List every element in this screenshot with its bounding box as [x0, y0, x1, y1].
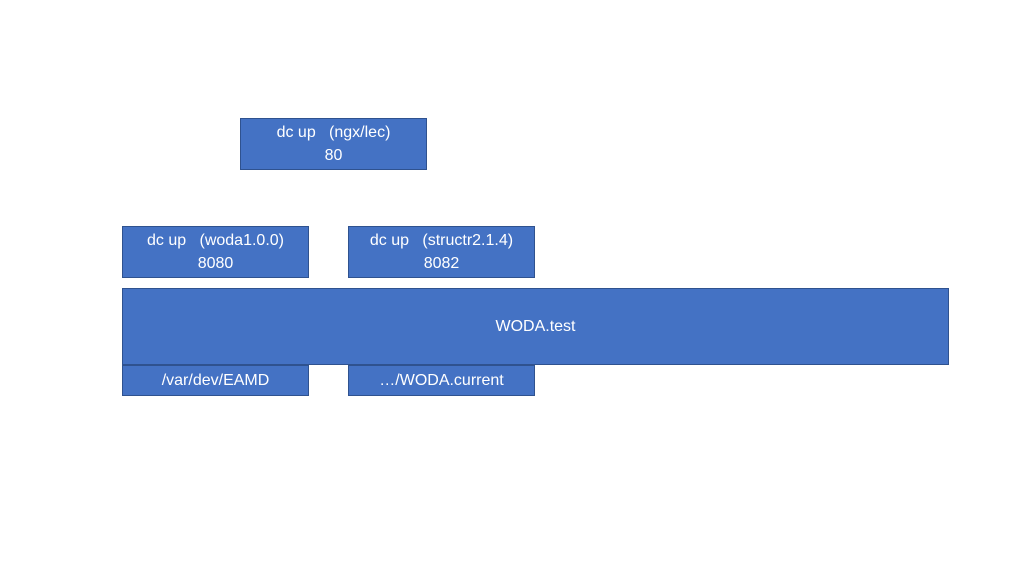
- ngx-lec-port-label: 80: [324, 147, 343, 164]
- structr-port-label: 8082: [423, 255, 460, 272]
- woda-container-box: dc up (woda1.0.0) 8080: [122, 226, 309, 278]
- woda-current-path-box: …/WODA.current: [348, 365, 535, 396]
- eamd-path-box: /var/dev/EAMD: [122, 365, 309, 396]
- ngx-lec-command-label: dc up (ngx/lec): [276, 124, 391, 141]
- woda-test-box: WODA.test: [122, 288, 949, 365]
- structr-command-label: dc up (structr2.1.4): [369, 232, 514, 249]
- woda-test-label: WODA.test: [495, 318, 576, 335]
- ngx-lec-container-box: dc up (ngx/lec) 80: [240, 118, 427, 170]
- woda-current-path-label: …/WODA.current: [379, 372, 504, 389]
- woda-command-label: dc up (woda1.0.0): [147, 232, 284, 249]
- woda-port-label: 8080: [197, 255, 234, 272]
- eamd-path-label: /var/dev/EAMD: [161, 372, 270, 389]
- structr-container-box: dc up (structr2.1.4) 8082: [348, 226, 535, 278]
